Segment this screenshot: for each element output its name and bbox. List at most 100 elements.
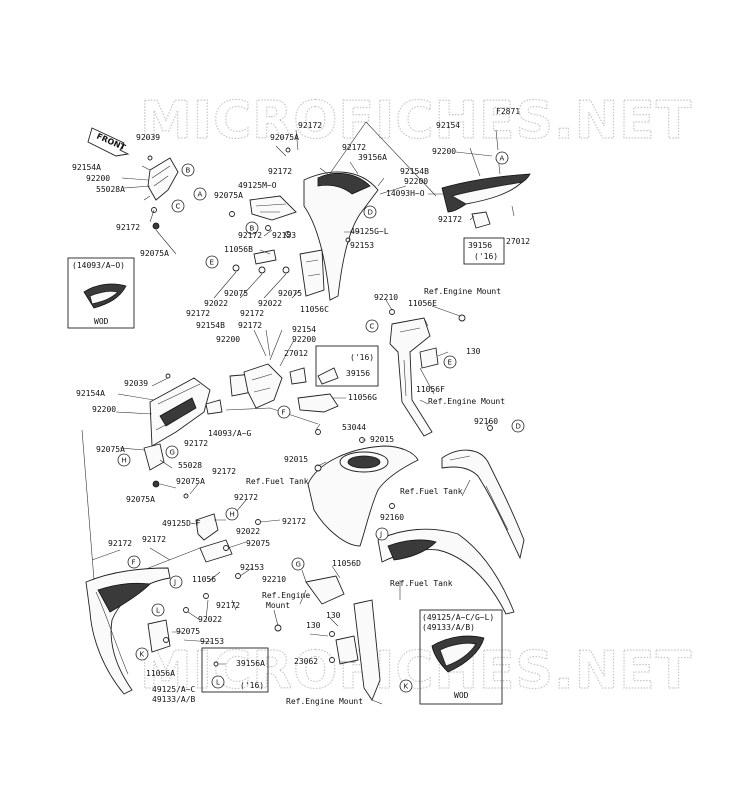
svg-text:B: B <box>250 225 255 233</box>
part-label: 92172 <box>238 321 262 330</box>
part-label: 27012 <box>284 349 308 358</box>
inset-wod-label: WOD <box>94 317 109 326</box>
part-label: 92160 <box>474 417 498 426</box>
part-label: 92200 <box>404 177 428 186</box>
inset-wod-label: WOD <box>454 691 469 700</box>
part-label: 92154A <box>76 389 105 398</box>
part-label: F2871 <box>496 107 520 116</box>
part-label: 39156A <box>358 153 387 162</box>
part-label: 92172 <box>184 439 208 448</box>
part-label: 92022 <box>236 527 260 536</box>
svg-text:J: J <box>379 531 382 539</box>
front-arrow-icon: FRONT <box>87 127 130 157</box>
callout-d: D <box>363 205 377 219</box>
svg-text:E: E <box>448 359 452 367</box>
part-label: 39156A <box>236 659 265 668</box>
part-label: 92153 <box>200 637 224 646</box>
svg-text:K: K <box>404 683 409 691</box>
inset-title: (49133/A/B) <box>422 623 475 632</box>
callout-a: A <box>193 187 207 201</box>
callout-l: L <box>151 603 165 617</box>
ref-label: Ref.Fuel Tank <box>246 477 309 486</box>
part-label: 92075A <box>176 477 205 486</box>
part-label: 92039 <box>136 133 160 142</box>
right-stay-bracket <box>389 309 466 437</box>
callout-a: A <box>495 151 509 165</box>
part-label: 49125M~O <box>238 181 277 190</box>
part-label: 11056B <box>224 245 253 254</box>
svg-text:C: C <box>176 203 181 211</box>
inset-title: (49125/A~C/G~L) <box>422 613 494 622</box>
part-label: 23062 <box>294 657 318 666</box>
part-label: 92172 <box>282 517 306 526</box>
part-label: 92172 <box>298 121 322 130</box>
part-label: 92172 <box>342 143 366 152</box>
part-label: 92015 <box>370 435 394 444</box>
part-label: 49125/A~C <box>152 685 196 694</box>
part-label: 130 <box>326 611 341 620</box>
callout-k: K <box>399 679 413 693</box>
upper-cowl-inner <box>229 147 379 301</box>
part-label: 92200 <box>92 405 116 414</box>
part-label: 92200 <box>216 335 240 344</box>
part-label: ('16) <box>240 681 264 690</box>
part-label: 11056C <box>300 305 329 314</box>
part-label: 92153 <box>350 241 374 250</box>
part-label: 92172 <box>116 223 140 232</box>
part-label: 39156 <box>346 369 370 378</box>
part-label: 92172 <box>108 539 132 548</box>
part-label: 92075 <box>246 539 270 548</box>
callout-group: B A C B D E A C E F G H D H J F J G L K … <box>117 151 525 693</box>
svg-text:G: G <box>170 449 175 457</box>
part-label: 92075A <box>96 445 125 454</box>
callout-l: L <box>211 675 225 689</box>
ref-label: Ref.Fuel Tank <box>390 579 453 588</box>
part-label: 92075 <box>224 289 248 298</box>
svg-text:D: D <box>516 423 521 431</box>
part-label: 11056F <box>416 385 445 394</box>
part-label: 92200 <box>432 147 456 156</box>
part-label: 92022 <box>204 299 228 308</box>
watermark-top: MICROFICHES.NET <box>140 91 692 151</box>
part-label: 92154 <box>436 121 460 130</box>
svg-text:E: E <box>210 259 214 267</box>
callout-e: E <box>205 255 219 269</box>
part-label: 14093H~O <box>386 189 425 198</box>
part-label: 92210 <box>262 575 286 584</box>
svg-text:L: L <box>216 679 220 687</box>
part-label: 92200 <box>292 335 316 344</box>
callout-e: E <box>443 355 457 369</box>
part-label: 92153 <box>272 231 296 240</box>
callout-h: H <box>225 507 239 521</box>
part-label: 14093/A~G <box>208 429 252 438</box>
svg-text:G: G <box>296 561 301 569</box>
svg-text:A: A <box>500 155 505 163</box>
ref-label: Ref.Engine Mount <box>286 697 363 706</box>
part-label: 92075A <box>270 133 299 142</box>
part-label: 27012 <box>506 237 530 246</box>
svg-text:D: D <box>368 209 373 217</box>
part-label: 49125D~F <box>162 519 201 528</box>
ref-label: Ref.Engine Mount <box>424 287 501 296</box>
part-label: ('16) <box>474 252 498 261</box>
right-long-rail <box>441 425 525 560</box>
part-label: 92172 <box>186 309 210 318</box>
svg-text:H: H <box>230 511 235 519</box>
part-label: 92075A <box>140 249 169 258</box>
svg-text:F: F <box>282 409 286 417</box>
part-label: 11056A <box>146 669 175 678</box>
part-label: 92210 <box>374 293 398 302</box>
part-label: 92172 <box>238 231 262 240</box>
svg-text:K: K <box>140 651 145 659</box>
callout-g: G <box>291 557 305 571</box>
upper-left-bracket <box>147 155 179 230</box>
svg-text:C: C <box>370 323 375 331</box>
center-bracket <box>243 345 379 435</box>
callout-g: G <box>165 445 179 459</box>
part-label: 92154A <box>72 163 101 172</box>
ref-label: Ref.Engine <box>262 591 310 600</box>
part-label: 92015 <box>284 455 308 464</box>
upper-right-cowl <box>441 147 531 265</box>
part-label: 92075A <box>126 495 155 504</box>
